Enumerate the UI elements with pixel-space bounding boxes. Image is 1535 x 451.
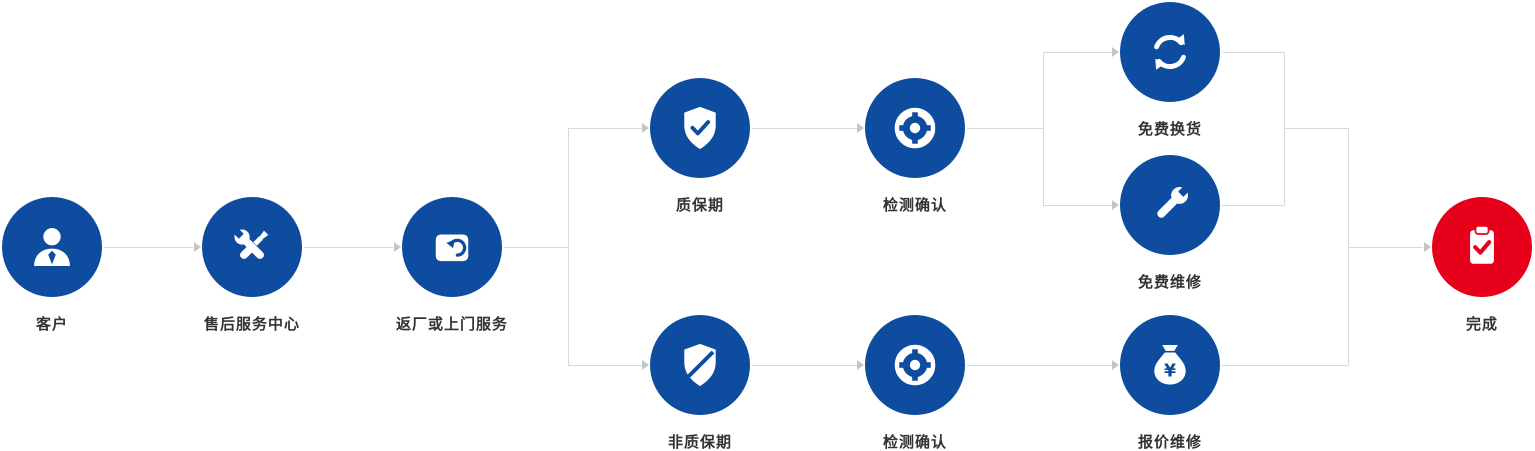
connector-line [568, 128, 569, 365]
shield-slash-icon [650, 315, 750, 415]
arrow-head [642, 360, 649, 370]
arrow-head [1112, 360, 1119, 370]
arrow-head [642, 123, 649, 133]
flow-node-customer: 客户 [2, 197, 102, 337]
wrench-icon [1120, 155, 1220, 255]
flow-node-inspect-bottom: 检测确认 [865, 315, 965, 451]
connector-line [1043, 205, 1112, 206]
node-label: 客户 [35, 316, 69, 333]
flow-node-quoted-repair: ¥ 报价维修 [1120, 315, 1220, 451]
connector-line [752, 128, 857, 129]
connector-line [1222, 52, 1284, 53]
money-bag-icon: ¥ [1120, 315, 1220, 415]
target-icon [865, 78, 965, 178]
node-label: 免费换货 [1137, 121, 1203, 138]
flow-node-warranty: 质保期 [650, 78, 750, 218]
arrow-head [1424, 242, 1431, 252]
node-label: 检测确认 [882, 434, 948, 451]
connector-line [1043, 52, 1044, 205]
arrow-head [194, 242, 201, 252]
node-label: 售后服务中心 [203, 316, 301, 333]
arrow-head [857, 360, 864, 370]
connector-line [967, 128, 1043, 129]
connector-line [1222, 365, 1348, 366]
shield-check-icon [650, 78, 750, 178]
clipboard-check-icon [1432, 197, 1532, 297]
arrow-head [857, 123, 864, 133]
flow-node-free-repair: 免费维修 [1120, 155, 1220, 295]
return-box-icon [402, 197, 502, 297]
flow-node-return-or-onsite: 返厂或上门服务 [396, 197, 507, 337]
flow-node-service-center: 售后服务中心 [202, 197, 302, 337]
node-label: 报价维修 [1137, 434, 1203, 451]
flow-node-inspect-top: 检测确认 [865, 78, 965, 218]
arrow-head [394, 242, 401, 252]
node-label: 质保期 [675, 197, 725, 214]
flow-node-non-warranty: 非质保期 [650, 315, 750, 451]
flow-node-done: 完成 [1432, 197, 1532, 337]
connector-line [104, 247, 193, 248]
node-label: 完成 [1465, 316, 1499, 333]
arrow-head [1112, 47, 1119, 57]
arrow-head [1112, 200, 1119, 210]
tools-icon [202, 197, 302, 297]
node-label: 返厂或上门服务 [395, 316, 509, 333]
connector-line [752, 365, 857, 366]
node-label: 免费维修 [1137, 274, 1203, 291]
user-icon [2, 197, 102, 297]
connector-line [1043, 52, 1112, 53]
connector-line [568, 365, 642, 366]
target-icon [865, 315, 965, 415]
connector-line [504, 247, 568, 248]
connector-line [967, 365, 1112, 366]
connector-line [1284, 128, 1348, 129]
refresh-icon [1120, 2, 1220, 102]
connector-line [1348, 128, 1349, 365]
connector-line [1348, 247, 1423, 248]
svg-text:¥: ¥ [1164, 361, 1176, 381]
connector-line [568, 128, 642, 129]
connector-line [304, 247, 393, 248]
connector-line [1222, 205, 1284, 206]
flow-node-free-replacement: 免费换货 [1120, 2, 1220, 142]
node-label: 非质保期 [667, 434, 733, 451]
node-label: 检测确认 [882, 197, 948, 214]
